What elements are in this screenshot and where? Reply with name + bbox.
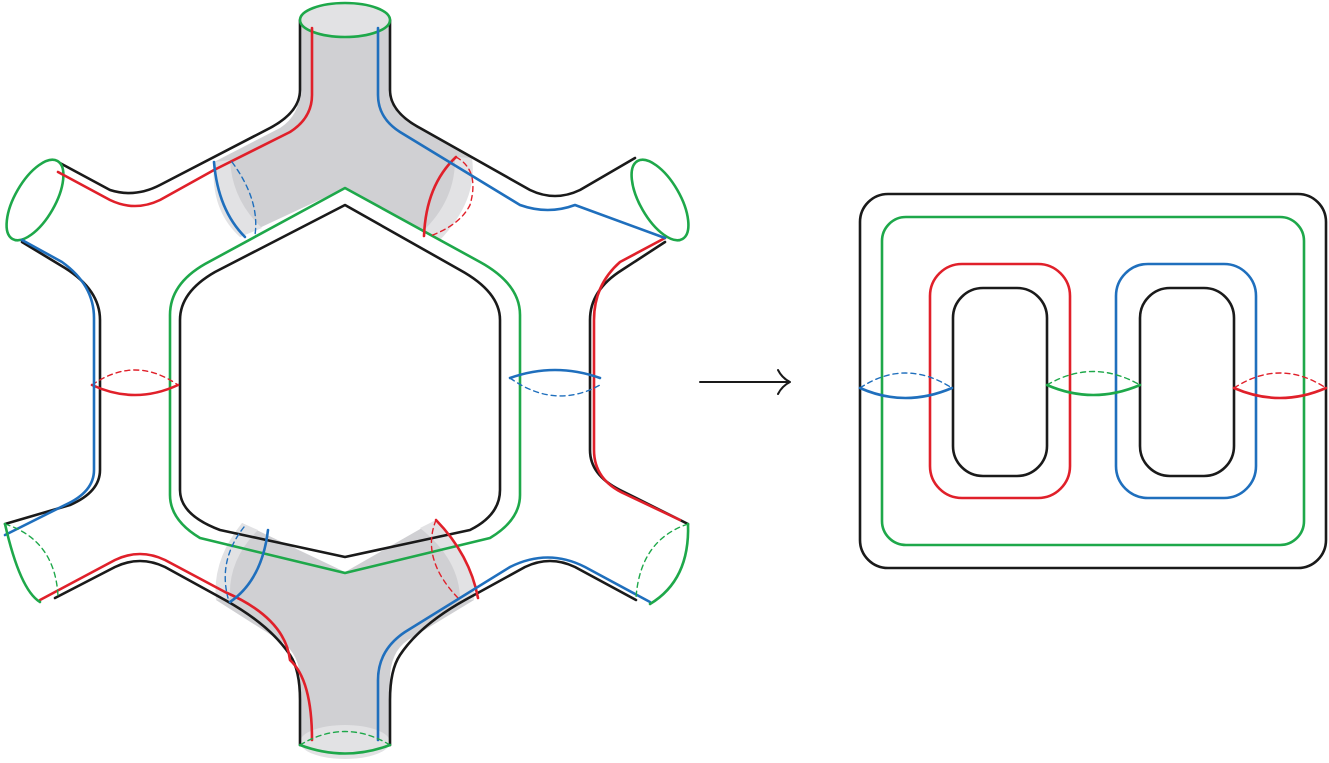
outer-boundary — [858, 192, 1328, 570]
left-hole — [951, 286, 1049, 478]
blue-cycle — [1114, 262, 1258, 500]
red-cycle — [928, 262, 1072, 500]
inner-hole-outline — [178, 203, 502, 559]
right-hole — [1138, 286, 1236, 478]
green-cycle — [880, 215, 1306, 547]
outer-outline — [3, 18, 690, 747]
long-right-arrow-icon — [699, 369, 791, 395]
top-tube-shading — [214, 20, 472, 240]
hex-surface — [3, 1, 690, 759]
upper-left-cap-ellipse — [5, 158, 65, 242]
bottom-tube-shading — [216, 520, 474, 745]
top-cap-ellipse — [298, 1, 392, 39]
genus-two-surface — [858, 192, 1328, 570]
inner-green-loop — [168, 186, 522, 575]
upper-right-cap-ellipse — [630, 158, 690, 242]
